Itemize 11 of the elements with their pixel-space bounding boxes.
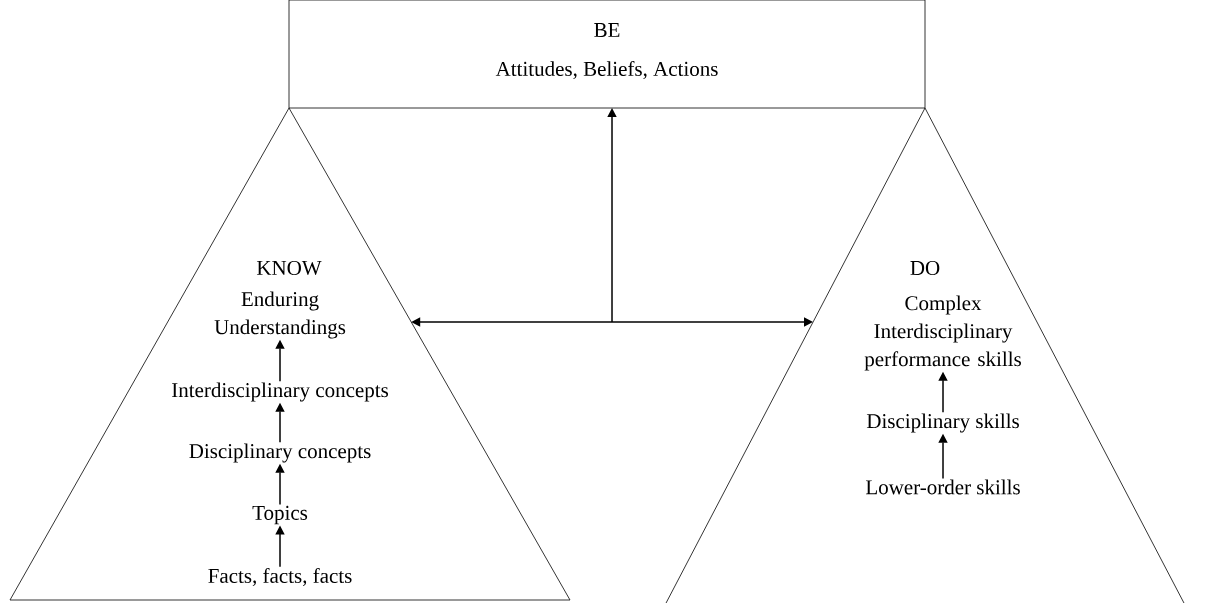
level-label: Disciplinary skills	[866, 413, 1019, 433]
level-label: Interdisciplinary concepts	[172, 382, 389, 402]
level-label: Disciplinary concepts	[189, 443, 371, 463]
arrow	[611, 317, 813, 327]
level-label: Enduring Understandings	[214, 291, 346, 339]
level-label: Lower-order skills	[866, 479, 1020, 495]
level-label: Facts, facts, facts	[208, 568, 352, 586]
level-label: Topics	[252, 505, 308, 525]
level-label: Complex Interdisciplinary performance skills	[864, 295, 1021, 371]
arrow	[607, 108, 617, 323]
text-box: BE Attitudes, Beliefs, Actions	[288, 0, 926, 109]
